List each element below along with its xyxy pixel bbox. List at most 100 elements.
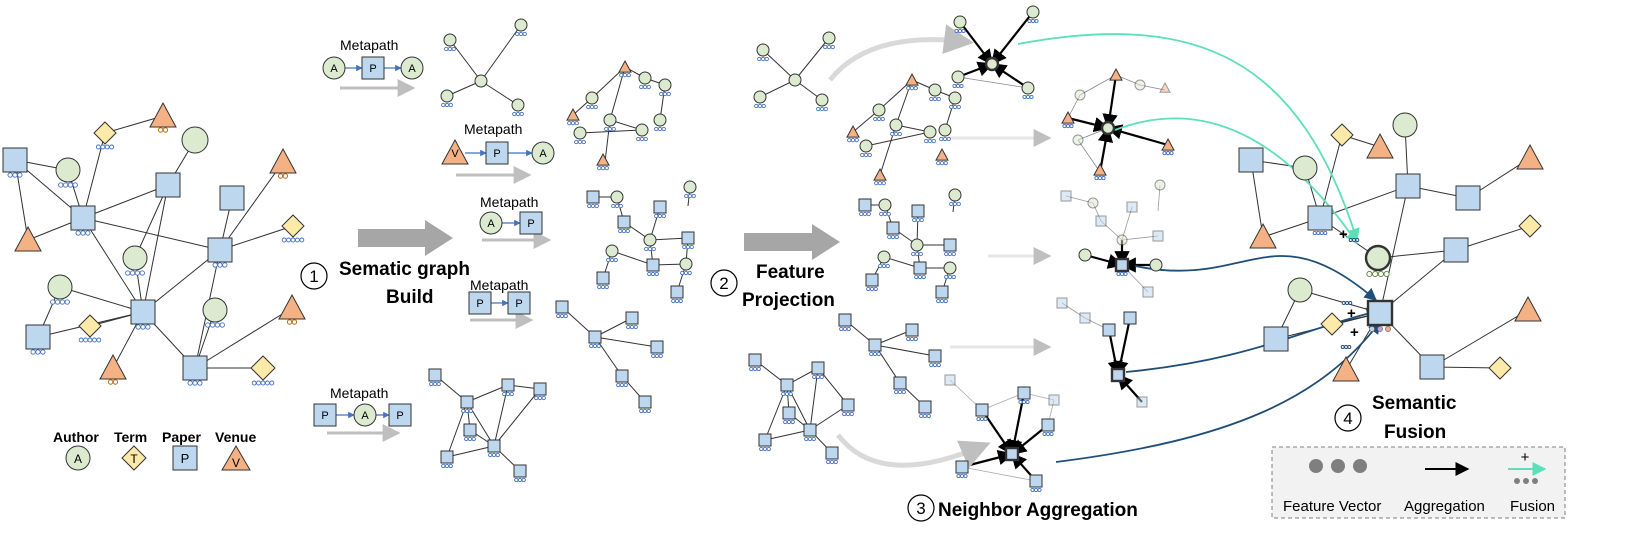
venue-node [278, 293, 306, 325]
graph-edge [1379, 185, 1409, 314]
paper-node [501, 378, 515, 397]
step1-label: 1 Sematic graph Build [300, 259, 470, 308]
paper-node [955, 460, 969, 479]
aggregation-arrow [1113, 317, 1132, 377]
author-node [1021, 81, 1035, 100]
svg-text:V: V [232, 456, 240, 470]
author-node [1287, 277, 1313, 303]
venue-node [935, 147, 949, 166]
graph-edge [957, 76, 1029, 89]
paper-node: P [388, 403, 412, 427]
paper-node [513, 464, 527, 483]
author-node [635, 123, 649, 142]
metapath-label-3: Metapath [480, 194, 538, 210]
svg-text:P: P [181, 451, 190, 466]
author-node [753, 90, 767, 109]
paper-node [1307, 205, 1333, 236]
paper-node [155, 172, 181, 198]
fused-feature-dot [1377, 326, 1383, 332]
node-glyph: P [321, 410, 328, 422]
aggregation-arrow [1102, 74, 1118, 130]
fusion-label: Fusion [1510, 498, 1555, 515]
step4-label: 4 Semantic Fusion [1334, 393, 1457, 443]
aggregation-arrow [981, 409, 1013, 456]
paper-node [1152, 230, 1164, 242]
graph-edge [142, 249, 221, 313]
author-node [948, 188, 962, 207]
legend-paper-label: Paper [162, 429, 201, 445]
paper-node [653, 200, 667, 219]
venue-node [873, 167, 887, 186]
graph-edge [1121, 235, 1159, 241]
paper-node [646, 258, 660, 277]
paper-node [943, 238, 957, 257]
paper-node [25, 324, 51, 355]
author-node [1116, 234, 1128, 246]
author-node: A [322, 56, 346, 80]
paper-node [1123, 311, 1137, 325]
term-node [1330, 123, 1354, 147]
node-glyph: A [330, 63, 338, 75]
paper-node [1102, 323, 1116, 337]
author-node [822, 31, 836, 50]
paper-node [533, 382, 547, 401]
paper-node [130, 299, 156, 330]
paper-node [780, 378, 794, 397]
graph-edge [762, 49, 796, 81]
paper-node [858, 198, 872, 217]
step1-line1: Sematic graph [339, 259, 470, 280]
paper-node [1142, 286, 1154, 298]
author-node: A [531, 141, 555, 165]
author-node [514, 18, 528, 37]
paper-node: P [313, 403, 337, 427]
flow-curve [1017, 33, 1360, 242]
venue-node [566, 107, 580, 126]
graph-edge [604, 119, 611, 163]
paper-node [1017, 386, 1031, 405]
venue-node [1366, 132, 1394, 159]
author-node [638, 71, 652, 90]
paper-node [1395, 173, 1421, 199]
author-node [55, 157, 81, 188]
legend-author-icon: A [65, 445, 91, 471]
paper-node [463, 423, 477, 442]
graph-edge [14, 159, 29, 241]
term-node [281, 214, 305, 243]
aggregation-arrow [1107, 329, 1123, 377]
venue-node [1061, 110, 1075, 129]
step2-line2: Projection [742, 290, 835, 311]
author-node [658, 78, 672, 97]
venue-node [1159, 81, 1171, 93]
author-node [756, 43, 770, 62]
venue-node [846, 124, 860, 143]
graph-edge [961, 466, 1037, 482]
term-node [93, 121, 117, 150]
venue-node [1514, 295, 1542, 322]
step4-line1: Semantic [1372, 393, 1457, 414]
graph-edge [59, 286, 144, 313]
author-node [440, 89, 454, 108]
term-node [1518, 214, 1542, 238]
paper-node [803, 423, 817, 442]
paper-node [748, 353, 762, 372]
paper-node [1004, 446, 1020, 462]
paper-node [1419, 354, 1445, 380]
legend-venue-icon: V [221, 445, 251, 471]
graph-edge [82, 217, 144, 313]
paper-node [588, 330, 602, 349]
graph-edge [449, 39, 482, 82]
flow-curve [828, 24, 974, 82]
graph-edge [480, 24, 522, 82]
legend-term-icon: T [121, 445, 147, 471]
paper-node [615, 369, 629, 388]
graph-edge [1079, 74, 1117, 96]
venue-node [618, 59, 632, 78]
step3-text: Neighbor Aggregation [938, 500, 1138, 521]
paper-node [487, 439, 501, 458]
paper-node [905, 323, 919, 342]
paper-node [1126, 201, 1138, 213]
author-node [788, 73, 802, 87]
step1-big-arrow [358, 220, 453, 256]
